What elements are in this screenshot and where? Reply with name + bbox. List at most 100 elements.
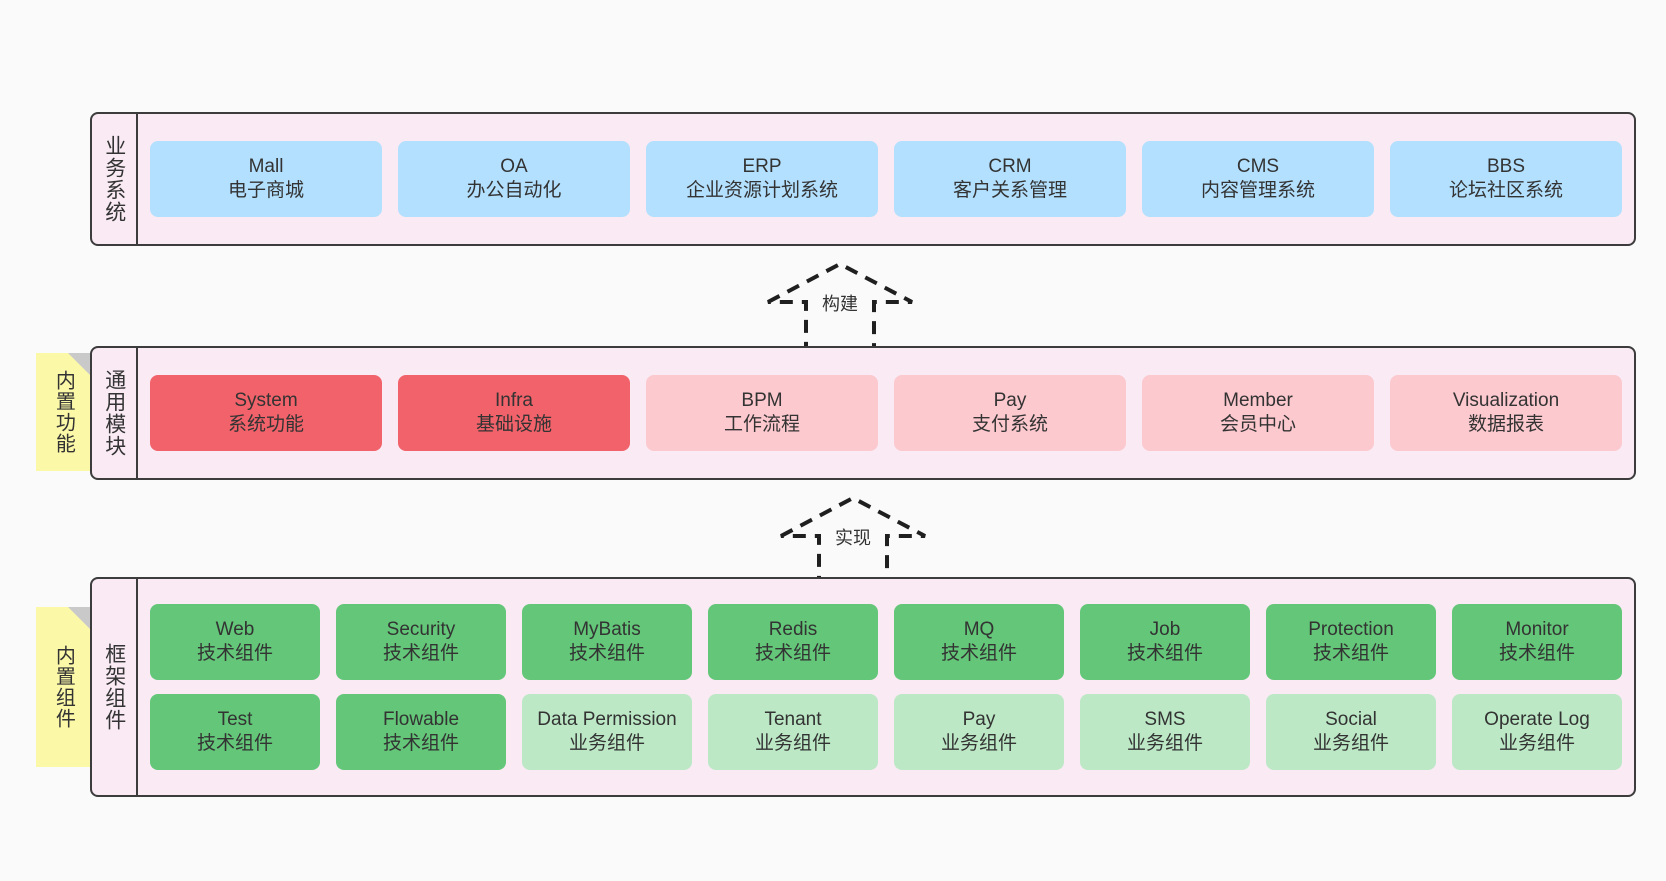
card-monitor[interactable]: Monitor 技术组件	[1452, 604, 1622, 680]
card-title-en: Protection	[1308, 618, 1394, 640]
card-data-permission[interactable]: Data Permission 业务组件	[522, 694, 692, 770]
card-pay[interactable]: Pay 支付系统	[894, 375, 1126, 451]
card-title-cn: 工作流程	[723, 414, 800, 435]
card-title-en: Redis	[768, 618, 818, 640]
card-title-en: Tenant	[764, 708, 822, 730]
sticky-note-builtin-features: 内置功能	[36, 353, 90, 471]
layer-caption-business: 业务系统	[92, 114, 138, 244]
card-title-cn: 业务组件	[568, 733, 645, 754]
card-title-en: Visualization	[1452, 389, 1560, 411]
card-title-en: CRM	[988, 155, 1032, 177]
card-title-cn: 业务组件	[1498, 733, 1575, 754]
card-title-en: Test	[217, 708, 253, 730]
card-title-cn: 办公自动化	[466, 180, 562, 201]
card-row: Mall 电子商城 OA 办公自动化 ERP 企业资源计划系统 CRM 客户关系…	[150, 141, 1622, 217]
card-title-en: Mall	[248, 155, 284, 177]
card-title-en: BPM	[741, 389, 783, 411]
card-operate-log[interactable]: Operate Log 业务组件	[1452, 694, 1622, 770]
card-title-en: Job	[1149, 618, 1181, 640]
card-social[interactable]: Social 业务组件	[1266, 694, 1436, 770]
card-title-en: SMS	[1144, 708, 1186, 730]
card-title-cn: 企业资源计划系统	[685, 180, 838, 201]
arrow-implement: 实现	[763, 488, 943, 588]
card-mybatis[interactable]: MyBatis 技术组件	[522, 604, 692, 680]
card-mall[interactable]: Mall 电子商城	[150, 141, 382, 217]
card-oa[interactable]: OA 办公自动化	[398, 141, 630, 217]
card-infra[interactable]: Infra 基础设施	[398, 375, 630, 451]
layer-caption-framework: 框架组件	[92, 579, 138, 795]
card-title-cn: 技术组件	[382, 643, 459, 664]
card-web[interactable]: Web 技术组件	[150, 604, 320, 680]
layer-framework-components: 框架组件 Web 技术组件 Security 技术组件 MyBatis 技术组件…	[90, 577, 1636, 797]
card-title-cn: 业务组件	[940, 733, 1017, 754]
card-title-en: MyBatis	[573, 618, 641, 640]
layer-body-common: System 系统功能 Infra 基础设施 BPM 工作流程 Pay 支付系统…	[138, 348, 1634, 478]
card-visualization[interactable]: Visualization 数据报表	[1390, 375, 1622, 451]
card-crm[interactable]: CRM 客户关系管理	[894, 141, 1126, 217]
card-title-cn: 技术组件	[940, 643, 1017, 664]
card-tenant[interactable]: Tenant 业务组件	[708, 694, 878, 770]
card-title-cn: 技术组件	[754, 643, 831, 664]
layer-caption-common: 通用模块	[92, 348, 138, 478]
arrow-build: 构建	[750, 254, 930, 354]
card-title-en: MQ	[963, 618, 995, 640]
card-redis[interactable]: Redis 技术组件	[708, 604, 878, 680]
layer-body-business: Mall 电子商城 OA 办公自动化 ERP 企业资源计划系统 CRM 客户关系…	[138, 114, 1634, 244]
card-title-en: ERP	[742, 155, 782, 177]
card-title-en: Pay	[993, 389, 1027, 411]
card-title-en: Web	[215, 618, 255, 640]
card-title-en: BBS	[1486, 155, 1526, 177]
card-title-en: Infra	[494, 389, 534, 411]
card-row: Test 技术组件 Flowable 技术组件 Data Permission …	[150, 694, 1622, 770]
card-member[interactable]: Member 会员中心	[1142, 375, 1374, 451]
card-title-cn: 技术组件	[382, 733, 459, 754]
card-title-cn: 技术组件	[1126, 643, 1203, 664]
sticky-note-builtin-components: 内置组件	[36, 607, 90, 767]
card-title-en: Flowable	[382, 708, 460, 730]
card-title-en: Monitor	[1505, 618, 1569, 640]
layer-body-framework: Web 技术组件 Security 技术组件 MyBatis 技术组件 Redi…	[138, 579, 1634, 795]
layer-common-modules: 通用模块 System 系统功能 Infra 基础设施 BPM 工作流程 Pay…	[90, 346, 1636, 480]
card-cms[interactable]: CMS 内容管理系统	[1142, 141, 1374, 217]
arrow-build-label: 构建	[822, 294, 858, 314]
card-mq[interactable]: MQ 技术组件	[894, 604, 1064, 680]
card-title-cn: 技术组件	[568, 643, 645, 664]
card-title-en: Security	[386, 618, 456, 640]
layer-business-systems: 业务系统 Mall 电子商城 OA 办公自动化 ERP 企业资源计划系统 CRM…	[90, 112, 1636, 246]
card-title-cn: 技术组件	[196, 643, 273, 664]
card-security[interactable]: Security 技术组件	[336, 604, 506, 680]
card-bpm[interactable]: BPM 工作流程	[646, 375, 878, 451]
card-title-cn: 技术组件	[1312, 643, 1389, 664]
card-title-en: Data Permission	[537, 708, 677, 730]
card-title-cn: 业务组件	[754, 733, 831, 754]
card-row: System 系统功能 Infra 基础设施 BPM 工作流程 Pay 支付系统…	[150, 375, 1622, 451]
card-title-cn: 内容管理系统	[1200, 180, 1315, 201]
arrow-implement-label: 实现	[835, 528, 871, 548]
card-pay-component[interactable]: Pay 业务组件	[894, 694, 1064, 770]
card-system[interactable]: System 系统功能	[150, 375, 382, 451]
card-title-en: Operate Log	[1484, 708, 1590, 730]
card-title-en: Member	[1223, 389, 1293, 411]
sticky-note-label: 内置功能	[52, 370, 75, 454]
card-title-cn: 基础设施	[475, 414, 552, 435]
page-fold-icon	[68, 607, 90, 629]
card-flowable[interactable]: Flowable 技术组件	[336, 694, 506, 770]
card-title-cn: 论坛社区系统	[1448, 180, 1563, 201]
card-title-cn: 业务组件	[1312, 733, 1389, 754]
card-title-cn: 技术组件	[196, 733, 273, 754]
card-sms[interactable]: SMS 业务组件	[1080, 694, 1250, 770]
card-title-cn: 支付系统	[971, 414, 1048, 435]
card-title-cn: 客户关系管理	[952, 180, 1067, 201]
arrow-build-icon	[767, 261, 913, 350]
card-job[interactable]: Job 技术组件	[1080, 604, 1250, 680]
card-title-cn: 电子商城	[227, 180, 304, 201]
card-erp[interactable]: ERP 企业资源计划系统	[646, 141, 878, 217]
card-title-cn: 业务组件	[1126, 733, 1203, 754]
card-title-cn: 技术组件	[1498, 643, 1575, 664]
card-title-en: Social	[1325, 708, 1377, 730]
card-test[interactable]: Test 技术组件	[150, 694, 320, 770]
card-bbs[interactable]: BBS 论坛社区系统	[1390, 141, 1622, 217]
card-protection[interactable]: Protection 技术组件	[1266, 604, 1436, 680]
arrow-implement-icon	[780, 495, 926, 584]
